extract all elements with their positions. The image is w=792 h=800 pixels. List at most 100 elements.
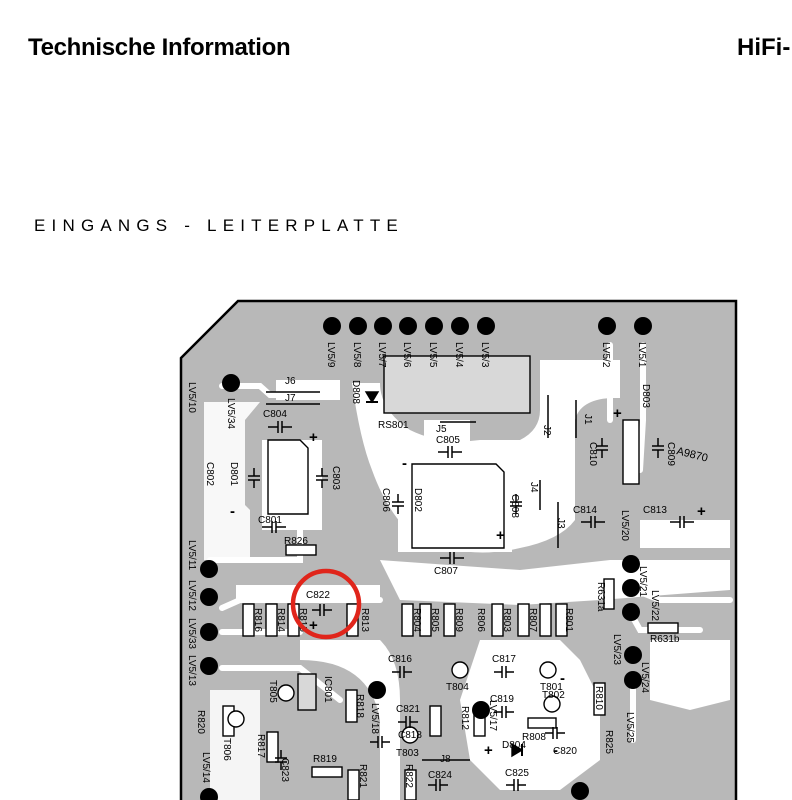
relay-rs801-outline [383,355,531,414]
label-c825: C825 [505,768,529,779]
label-c819: C819 [490,694,514,705]
label-c802: C802 [204,462,215,486]
pad-lv5-33 [200,623,218,641]
label-j7: J7 [285,393,296,404]
label-c809: C809 [665,442,676,466]
label-r819: R819 [313,754,337,765]
label-r820: R820 [195,710,206,734]
label-r807: R807 [527,608,538,632]
label-j3: J3 [555,518,566,529]
pad-lv5-11 [200,560,218,578]
capacitors [248,421,694,791]
label-c813: C813 [643,505,667,516]
pad-lv5-20 [622,555,640,573]
label-r813: R813 [359,608,370,632]
label-c820: C820 [553,746,577,757]
label-d802: D802 [412,488,423,512]
pad-lv5-3 [477,317,495,335]
bridge-d801-outline [267,439,309,515]
jumper-lines [266,391,577,761]
svg-text:+: + [496,527,505,544]
label-c803: C803 [330,466,341,490]
label-d804: D804 [502,740,526,751]
label-d803: D803 [640,384,651,408]
label-rs801: RS801 [378,420,409,431]
svg-text:+: + [613,405,622,422]
label-c810: C810 [587,442,598,466]
label-lv5-5: LV5/5 [427,342,438,368]
brand-header: HiFi- [737,34,791,61]
label-ic801: IC801 [322,676,333,703]
label-lv5-8: LV5/8 [351,342,362,368]
section-title: EINGANGS - LEITERPLATTE [34,216,404,235]
pad-lv5-21 [622,579,640,597]
label-c822: C822 [306,590,330,601]
pad-lv5-22 [622,603,640,621]
label-lv5-20: LV5/20 [619,510,630,541]
svg-text:+: + [484,742,493,759]
label-t803: T803 [396,748,419,759]
label-r631b: R631b [650,634,680,645]
ic801-outline [297,673,317,711]
label-r818: R818 [354,694,365,718]
pad-lv5-12 [200,588,218,606]
label-r821: R821 [357,764,368,788]
label-r801: R801 [563,608,574,632]
label-lv5-7: LV5/7 [376,342,387,368]
pad-lv5-4 [451,317,469,335]
svg-text:+: + [309,617,318,634]
label-d801: D801 [228,462,239,486]
connector-pads [200,317,652,800]
label-lv5-34: LV5/34 [225,398,236,429]
label-lv5-22: LV5/22 [649,590,660,621]
label-c807: C807 [434,566,458,577]
label-r809: R809 [453,608,464,632]
label-c816: C816 [388,654,412,665]
svg-text:+: + [697,503,706,520]
label-c823: C823 [279,758,290,782]
label-r816: R816 [252,608,263,632]
pad-lv5-5 [425,317,443,335]
pad-lv5-9 [323,317,341,335]
label-c814: C814 [573,505,597,516]
label-j5: J5 [436,424,447,435]
label-lv5-23: LV5/23 [611,634,622,665]
label-lv5-14: LV5/14 [200,752,211,783]
label-lv5-9: LV5/9 [325,342,336,368]
polarity-marks: + - - + + + + - + - [230,405,706,759]
pad-lv5-6 [399,317,417,335]
label-c806: C806 [380,488,391,512]
label-c821: C821 [396,704,420,715]
svg-text:-: - [230,503,235,520]
pad-lv5-1 [634,317,652,335]
label-r805: R805 [429,608,440,632]
pad-lv5-23 [624,646,642,664]
label-r806: R806 [475,608,486,632]
label-lv5-18: LV5/18 [369,703,380,734]
pad-lv5-2 [598,317,616,335]
pad-lv5-17 [472,701,490,719]
label-t802: T802 [542,690,565,701]
label-t805: T805 [267,680,278,703]
pad-lv5-24 [624,671,642,689]
pad-lv5-8 [349,317,367,335]
label-r808: R808 [522,732,546,743]
label-r631a: R631a [595,582,606,612]
svg-text:-: - [560,670,565,687]
label-c805: C805 [436,435,460,446]
document-title: Technische Information [28,34,291,61]
label-r815: R815 [297,608,308,632]
label-c818: C818 [398,730,422,741]
svg-text:-: - [553,742,558,759]
label-r826: R826 [284,536,308,547]
label-lv5-24: LV5/24 [639,662,650,693]
label-lv5-11: LV5/11 [186,540,197,571]
bridge-d802-outline [411,463,505,549]
label-lv5-21: LV5/21 [637,566,648,597]
label-t804: T804 [446,682,469,693]
label-j1: J1 [582,414,593,425]
highlight-circle [290,568,362,640]
label-r822: R822 [403,764,414,788]
ic-d803-outline [622,419,640,485]
